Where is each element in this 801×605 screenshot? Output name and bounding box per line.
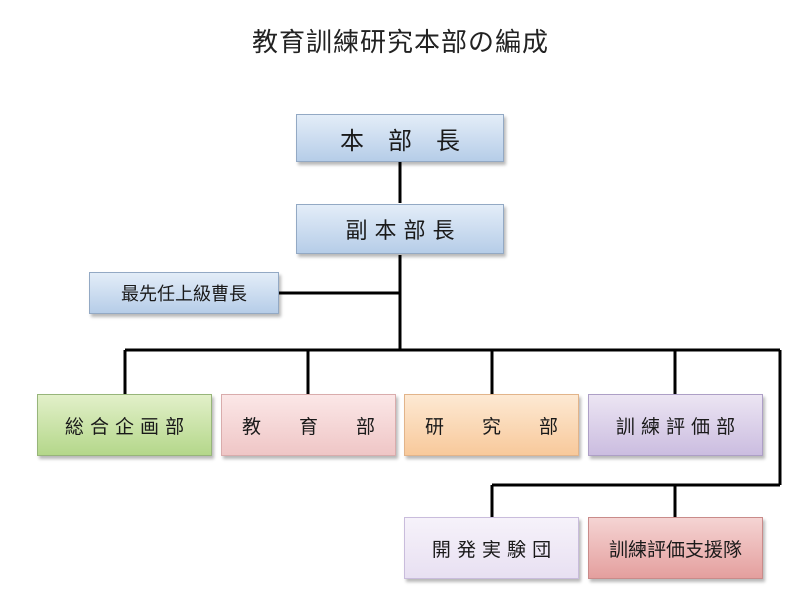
node-kunren-shien: 訓練評価支援隊 [588,517,763,579]
node-kenkyu: 研 究 部 [404,394,579,456]
node-fuku-honbucho: 副 本 部 長 [296,204,504,254]
node-kaihatsu: 開 発 実 験 団 [404,517,579,579]
node-saisennin-label: 最先任上級曹長 [121,284,247,305]
node-saisennin: 最先任上級曹長 [89,272,279,314]
node-fuku-honbucho-label: 副 本 部 長 [345,219,455,244]
node-kaihatsu-label: 開 発 実 験 団 [431,538,552,561]
node-honbucho: 本 部 長 [296,114,504,162]
diagram-title: 教育訓練研究本部の編成 [251,28,549,58]
node-sogo-kikaku-label: 総 合 企 画 部 [64,415,185,438]
node-kunren-hyoka-label: 訓 練 評 価 部 [615,415,736,438]
node-sogo-kikaku: 総 合 企 画 部 [37,394,212,456]
node-kunren-hyoka: 訓 練 評 価 部 [588,394,763,456]
node-kyoiku-label: 教 育 部 [241,415,375,438]
node-honbucho-label: 本 部 長 [340,126,460,155]
node-kunren-shien-label: 訓練評価支援隊 [608,538,742,561]
node-kenkyu-label: 研 究 部 [424,415,558,438]
node-kyoiku: 教 育 部 [221,394,396,456]
